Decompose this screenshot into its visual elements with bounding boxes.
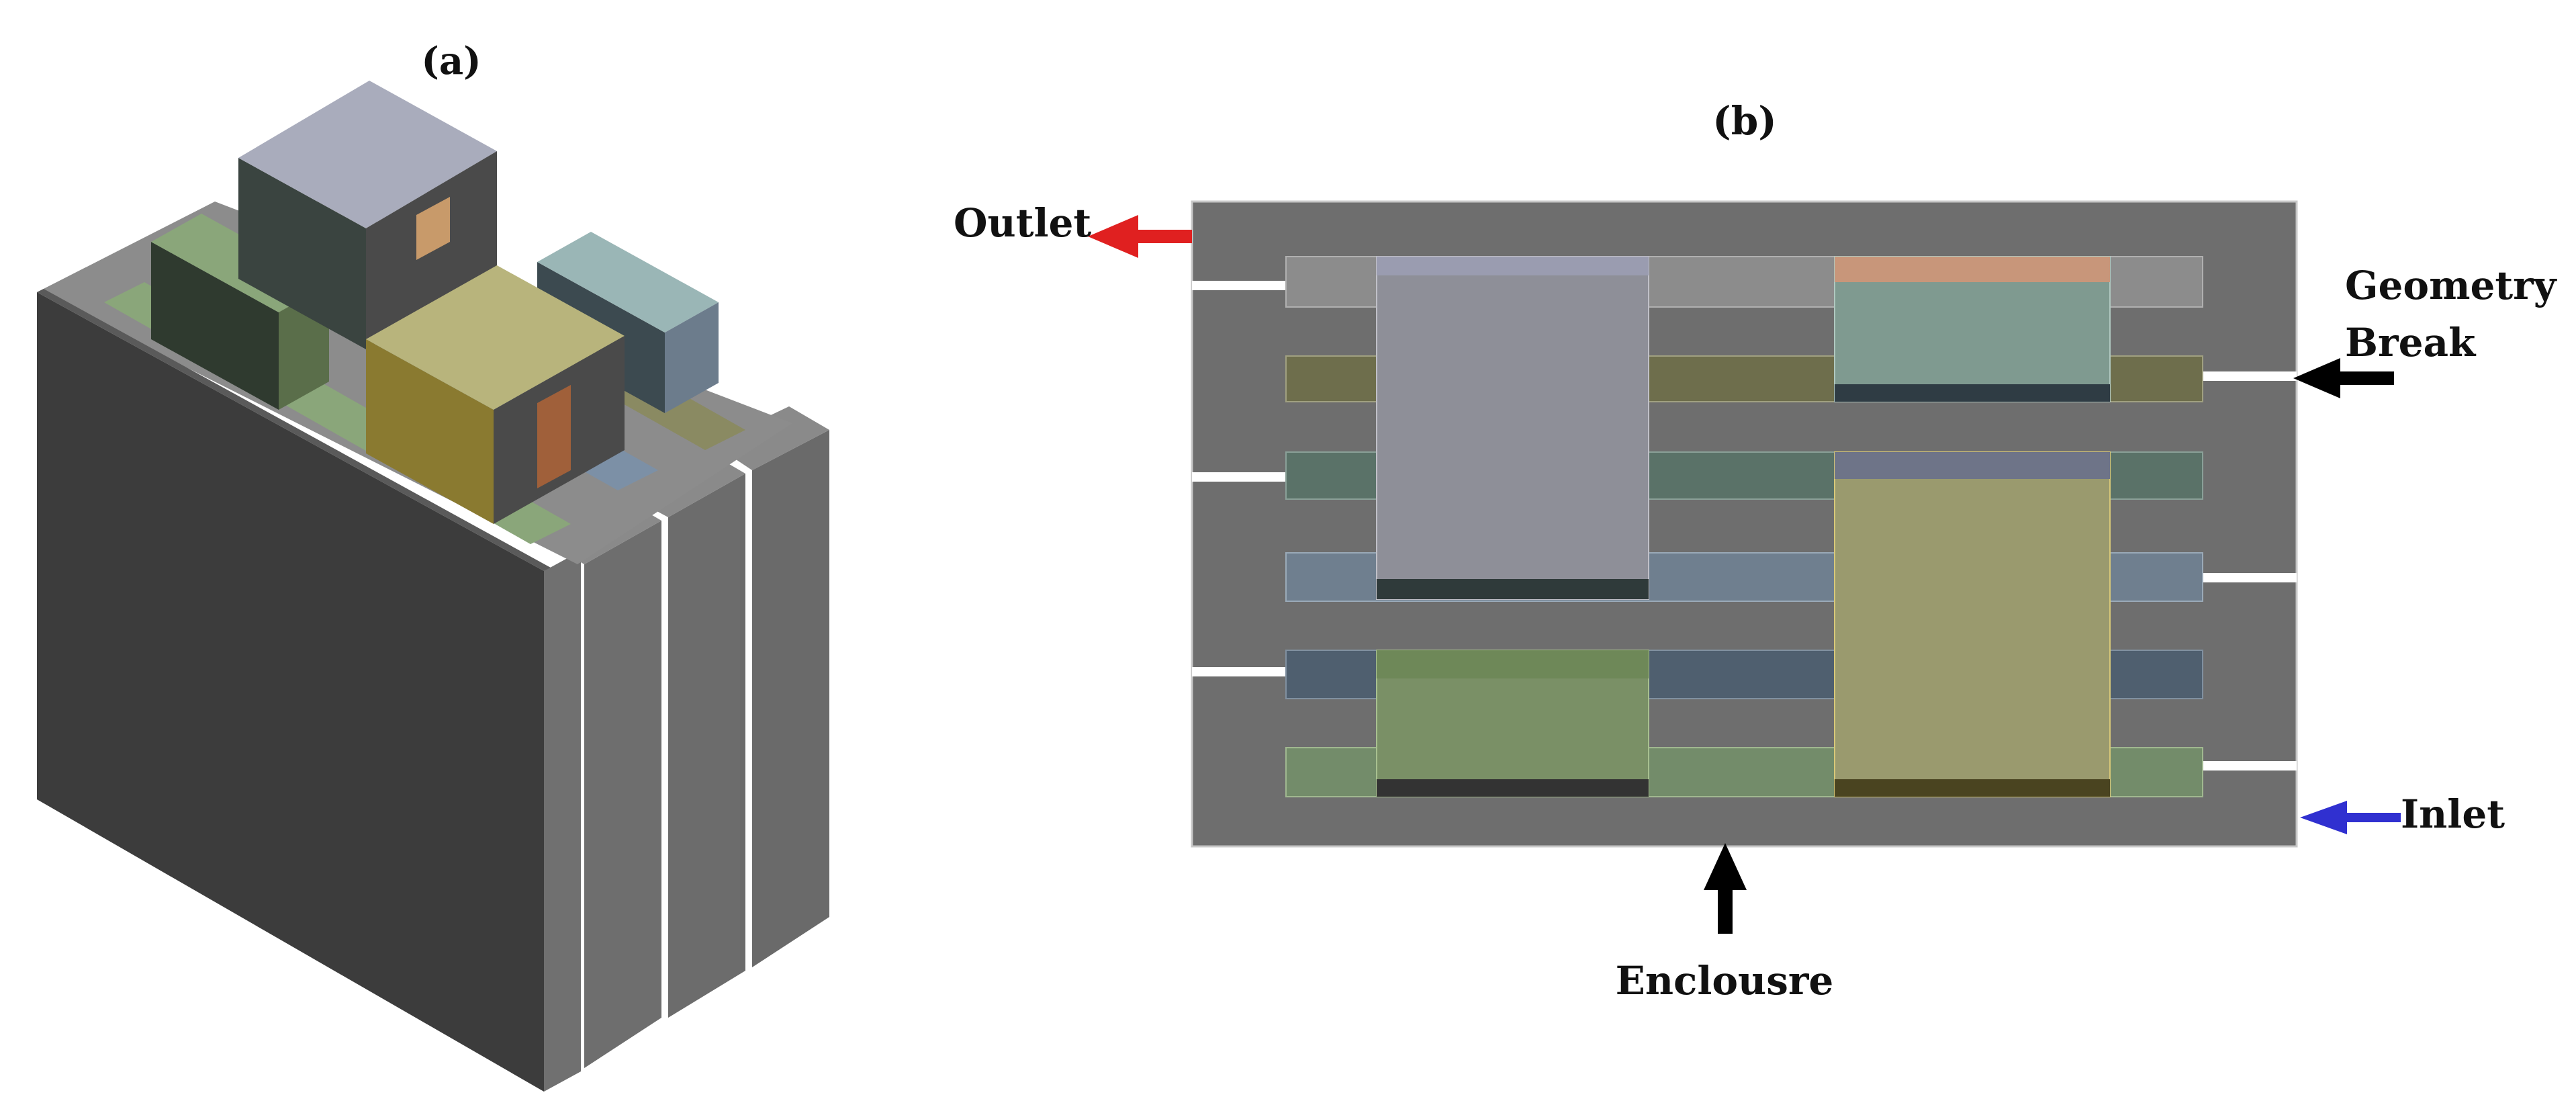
cell-4-top bbox=[366, 265, 625, 410]
inlet-arrow bbox=[2300, 801, 2401, 834]
geometry-break-slit-4 bbox=[2203, 573, 2297, 582]
panel-a-isometric-model bbox=[37, 81, 829, 1092]
enclosure-arrow bbox=[1704, 843, 1747, 934]
inlet-label: Inlet bbox=[2401, 791, 2505, 837]
slab-4-side bbox=[752, 430, 829, 967]
outlet-label: Outlet bbox=[954, 200, 1091, 246]
geometry-break-slit-5 bbox=[1192, 667, 1286, 676]
panel-b-label: (b) bbox=[1712, 98, 1776, 144]
block-bottom-right-strip-bottom bbox=[1835, 779, 2110, 797]
geometry-break-label-line1: Geometry bbox=[2345, 263, 2558, 308]
block-top-right-strip-bottom bbox=[1835, 384, 2110, 402]
cell-3-side bbox=[665, 302, 719, 413]
block-bottom-left-strip-bottom bbox=[1377, 779, 1649, 797]
cell-4-front bbox=[366, 339, 494, 524]
cell-2-tab-orange bbox=[416, 197, 450, 260]
geometry-break-arrow bbox=[2293, 358, 2394, 398]
geometry-break-slit-3 bbox=[1192, 472, 1286, 482]
geometry-break-slit-2 bbox=[2203, 371, 2297, 381]
geometry-break-slit-6 bbox=[2203, 761, 2297, 770]
outlet-arrow bbox=[1088, 215, 1192, 258]
cell-3-top bbox=[537, 232, 719, 333]
block-bottom-left-strip-top bbox=[1377, 650, 1649, 678]
block-top-left bbox=[1376, 256, 1649, 600]
enclosure-front-face bbox=[37, 292, 544, 1092]
cell-2-front bbox=[238, 158, 366, 349]
cell-2-top bbox=[238, 81, 497, 228]
slab-1-side bbox=[544, 551, 581, 1092]
geometry-break-label-line2: Break bbox=[2345, 320, 2477, 365]
block-bottom-right bbox=[1834, 451, 2111, 797]
slab-2-side bbox=[584, 521, 661, 1068]
panel-b-top-view bbox=[1088, 200, 2401, 934]
panel-a-label: (a) bbox=[421, 39, 481, 83]
block-top-left-strip-top bbox=[1377, 257, 1649, 275]
geometry-break-slit-1 bbox=[1192, 281, 1286, 290]
enclosure-label: Enclousre bbox=[1616, 958, 1834, 1004]
block-top-left-strip-bottom bbox=[1377, 579, 1649, 599]
cell-4-tab-orange bbox=[537, 385, 571, 488]
block-top-right-strip-top bbox=[1835, 257, 2110, 282]
cell-1-front bbox=[151, 242, 279, 410]
slab-3-side bbox=[668, 474, 745, 1018]
enclosure-front-edge bbox=[37, 289, 551, 571]
block-bottom-right-strip-top bbox=[1835, 452, 2110, 479]
